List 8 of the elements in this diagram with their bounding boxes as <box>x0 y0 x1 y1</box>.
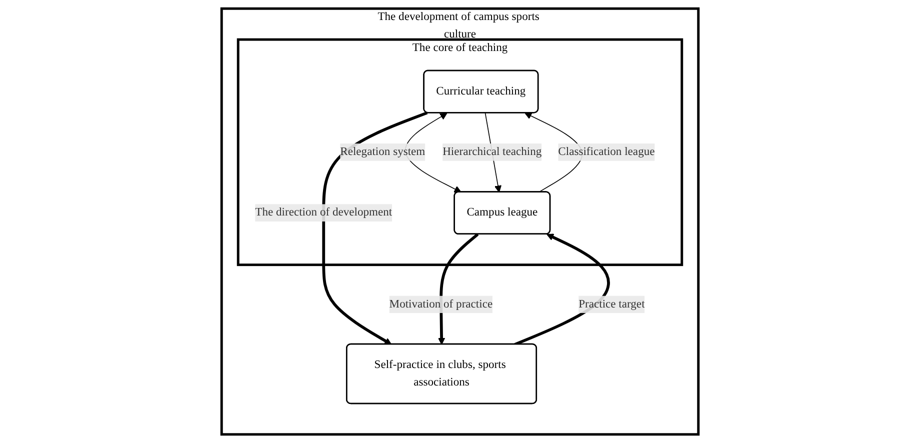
edge-label: Practice target <box>578 298 645 311</box>
edge-label: Motivation of practice <box>389 298 493 311</box>
edge-label: The direction of development <box>255 206 392 220</box>
edge-label: Classification league <box>558 146 655 158</box>
arrow <box>322 111 428 345</box>
edge-label: Hierarchical teaching <box>442 146 542 158</box>
arrow <box>514 234 610 346</box>
edge-label: Relegation system <box>340 146 426 158</box>
